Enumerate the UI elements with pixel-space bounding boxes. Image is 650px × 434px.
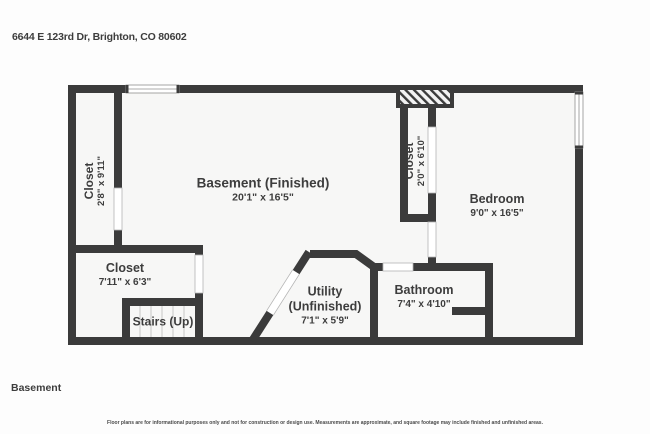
room-label-closet-ne: Closet 2'0" x 6'10" [402, 136, 428, 187]
room-name: Bathroom [394, 283, 454, 297]
utility-walls [248, 249, 377, 344]
property-address: 6644 E 123rd Dr, Brighton, CO 80602 [12, 31, 187, 43]
room-label-bedroom: Bedroom 9'0" x 16'5" [470, 192, 525, 220]
stairs-treads [139, 306, 185, 337]
room-dims: 7'1" x 5'9" [301, 315, 349, 327]
window [125, 84, 180, 94]
disclaimer-text: Floor plans are for informational purpos… [107, 420, 543, 426]
room-label-utility: Utility (Unfinished) 7'1" x 5'9" [289, 285, 362, 328]
room-label-bathroom: Bathroom 7'4" x 4'10" [394, 283, 453, 311]
door-opening [113, 187, 123, 231]
door-opening [382, 262, 414, 272]
door-openings [113, 126, 437, 294]
room-name: Stairs (Up) [132, 314, 194, 329]
level-label: Basement [11, 382, 62, 394]
windows [125, 84, 584, 149]
room-dims: 7'4" x 4'10" [397, 299, 451, 310]
window [574, 91, 584, 149]
door-opening [194, 254, 204, 294]
room-dims: 2'8" x 9'11" [96, 156, 107, 206]
room-qualifier: (Unfinished) [288, 299, 362, 314]
door-opening [266, 269, 300, 316]
outer-walls [68, 85, 583, 345]
room-name: Basement (Finished) [196, 175, 330, 191]
room-name: Closet [105, 261, 145, 275]
room-name: Closet [402, 142, 416, 180]
room-dims: 9'0" x 16'5" [470, 208, 524, 219]
room-dims: 20'1" x 16'5" [232, 191, 294, 204]
room-label-basement: Basement (Finished) 20'1" x 16'5" [197, 176, 330, 205]
room-label-closet-sw: Closet 7'11" x 6'3" [99, 261, 152, 289]
room-dims: 2'0" x 6'10" [416, 135, 427, 187]
room-dims: 7'11" x 6'3" [98, 277, 152, 288]
room-name: Bedroom [469, 192, 525, 206]
room-label-closet-nw: Closet 2'8" x 9'11" [82, 156, 108, 206]
door-opening [427, 221, 437, 258]
hatched-area [396, 86, 454, 108]
room-name: Closet [82, 162, 96, 200]
door-opening [427, 126, 437, 194]
room-label-stairs: Stairs (Up) [133, 315, 194, 330]
room-name: Utility [307, 284, 343, 299]
